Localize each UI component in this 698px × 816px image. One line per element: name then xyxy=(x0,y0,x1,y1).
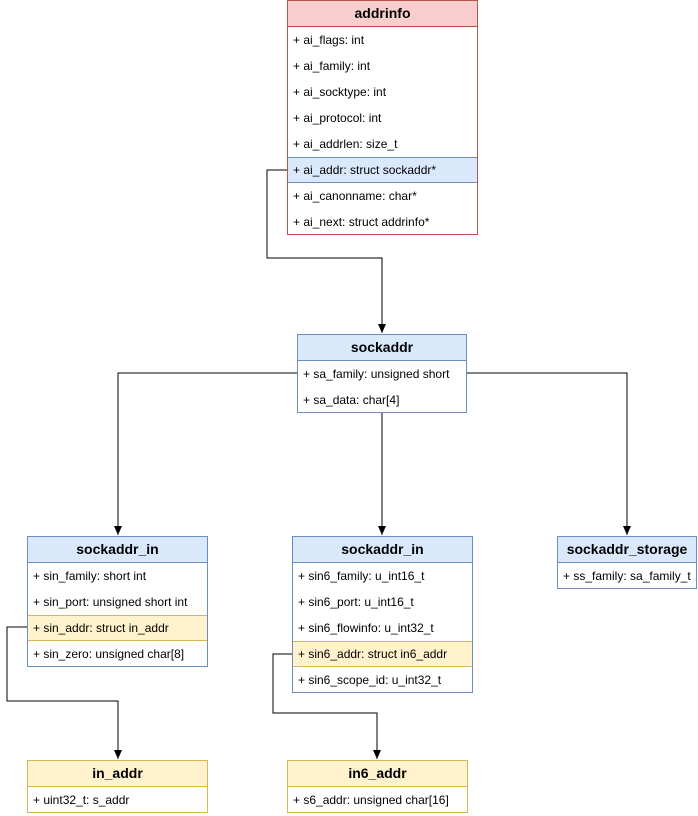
in_addr-title: in_addr xyxy=(28,761,207,787)
in6_addr-class: in6_addr + s6_addr: unsigned char[16] xyxy=(287,760,468,813)
connector-ai_addr-to-sockaddr xyxy=(266,169,386,333)
sockaddr_in6-field-sin6_flowinfo: + sin6_flowinfo: u_int32_t xyxy=(298,621,434,635)
addrinfo-field-ai_socktype: + ai_socktype: int xyxy=(293,85,387,99)
sockaddr_in-field-sin_zero: + sin_zero: unsigned char[8] xyxy=(33,647,185,661)
sockaddr_in6-class: sockaddr_in + sin6_family: u_int16_t + s… xyxy=(292,536,473,693)
in_addr-class: in_addr + uint32_t: s_addr xyxy=(27,760,208,813)
sockaddr_storage-class: sockaddr_storage + ss_family: sa_family_… xyxy=(557,536,697,589)
sockaddr-class: sockaddr + sa_family: unsigned short + s… xyxy=(297,334,467,413)
sockaddr_in6-field-sin6_scope_id: + sin6_scope_id: u_int32_t xyxy=(298,673,442,687)
addrinfo-title: addrinfo xyxy=(288,1,477,27)
addrinfo-field-ai_addrlen: + ai_addrlen: size_t xyxy=(293,137,398,151)
in6_addr-title: in6_addr xyxy=(288,761,467,787)
sockaddr_in-field-sin_port: + sin_port: unsigned short int xyxy=(33,595,188,609)
sockaddr-field-sa_family: + sa_family: unsigned short xyxy=(303,367,450,381)
connector-sockaddr-to-sockaddr_storage xyxy=(467,372,631,535)
sockaddr_in6-title: sockaddr_in xyxy=(293,537,472,563)
sockaddr-title: sockaddr xyxy=(298,335,466,361)
in6_addr-field-s6_addr: + s6_addr: unsigned char[16] xyxy=(293,793,449,807)
addrinfo-field-ai_family: + ai_family: int xyxy=(293,59,371,73)
connector-sin6_addr-to-in6_addr xyxy=(272,653,381,759)
addrinfo-field-ai_canonname: + ai_canonname: char* xyxy=(293,189,417,203)
addrinfo-field-ai_flags: + ai_flags: int xyxy=(293,33,365,47)
addrinfo-class: addrinfo + ai_flags: int + ai_family: in… xyxy=(287,0,478,235)
sockaddr-field-sa_data: + sa_data: char[4] xyxy=(303,393,400,407)
sockaddr_in-field-sin_addr: + sin_addr: struct in_addr xyxy=(28,615,207,641)
connector-sockaddr-to-sockaddr_in xyxy=(114,372,297,535)
connector-sin_addr-to-in_addr xyxy=(6,626,122,759)
sockaddr_in6-field-sin6_addr: + sin6_addr: struct in6_addr xyxy=(293,641,472,667)
sockaddr_in-field-sin_family: + sin_family: short int xyxy=(33,569,147,583)
addrinfo-field-ai_protocol: + ai_protocol: int xyxy=(293,111,382,125)
sockaddr_in6-field-sin6_port: + sin6_port: u_int16_t xyxy=(298,595,414,609)
sockaddr_in-class: sockaddr_in + sin_family: short int + si… xyxy=(27,536,208,667)
in_addr-field-s_addr: + uint32_t: s_addr xyxy=(33,793,130,807)
addrinfo-field-ai_addr: + ai_addr: struct sockaddr* xyxy=(288,157,477,183)
sockaddr_storage-title: sockaddr_storage xyxy=(558,537,696,563)
sockaddr_in6-field-sin6_family: + sin6_family: u_int16_t xyxy=(298,569,425,583)
sockaddr_in-title: sockaddr_in xyxy=(28,537,207,563)
sockaddr_storage-field-ss_family: + ss_family: sa_family_t xyxy=(563,569,691,583)
addrinfo-field-ai_next: + ai_next: struct addrinfo* xyxy=(293,215,430,229)
